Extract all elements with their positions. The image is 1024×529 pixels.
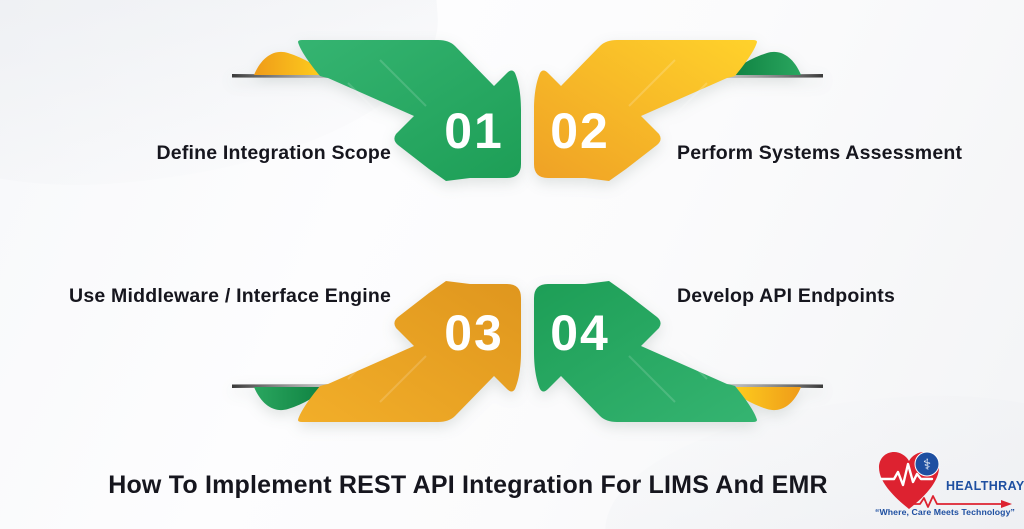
heart-ekg-icon: ⚕ <box>879 451 940 509</box>
ribbon-arrow-body <box>298 281 521 422</box>
step4-arrow-graphic <box>534 281 823 422</box>
ribbon-streaks <box>347 344 427 403</box>
step4-label: Develop API Endpoints <box>677 285 895 307</box>
brand-name: HEALTHRAY <box>946 479 1024 493</box>
medical-circle <box>914 451 940 477</box>
ribbon-fold-accent <box>254 387 329 411</box>
step2-number: 02 <box>550 103 610 159</box>
ekg-line <box>879 462 934 487</box>
ribbon-arrow-body <box>534 40 757 181</box>
ribbon-arrow-body <box>534 281 757 422</box>
caduceus-icon: ⚕ <box>923 457 931 474</box>
infographic-title: How To Implement REST API Integration Fo… <box>108 471 828 499</box>
step1-number: 01 <box>444 103 504 159</box>
step2-arrow-graphic <box>534 40 823 181</box>
ribbon-fold-accent <box>726 387 801 411</box>
brand-logo: ⚕ HEALTHRAY “Where, Care Meets Technolog… <box>870 447 1024 525</box>
ribbon-streaks <box>347 59 427 118</box>
ekg-arrow-underline <box>906 495 1012 508</box>
step3-label: Use Middleware / Interface Engine <box>69 285 391 307</box>
ribbon-streaks <box>628 59 708 118</box>
step4-number: 04 <box>550 305 610 361</box>
step1-label: Define Integration Scope <box>156 142 391 164</box>
step1-arrow-graphic <box>232 40 521 181</box>
step3-arrow-graphic <box>232 281 521 422</box>
ribbon-arrow-body <box>298 40 521 181</box>
ribbon-fold-accent <box>254 51 329 75</box>
ribbon-streaks <box>628 344 708 403</box>
step3-number: 03 <box>444 305 504 361</box>
ribbon-fold-accent <box>726 51 801 75</box>
step2-label: Perform Systems Assessment <box>677 142 963 164</box>
brand-tagline: “Where, Care Meets Technology” <box>875 507 1015 517</box>
